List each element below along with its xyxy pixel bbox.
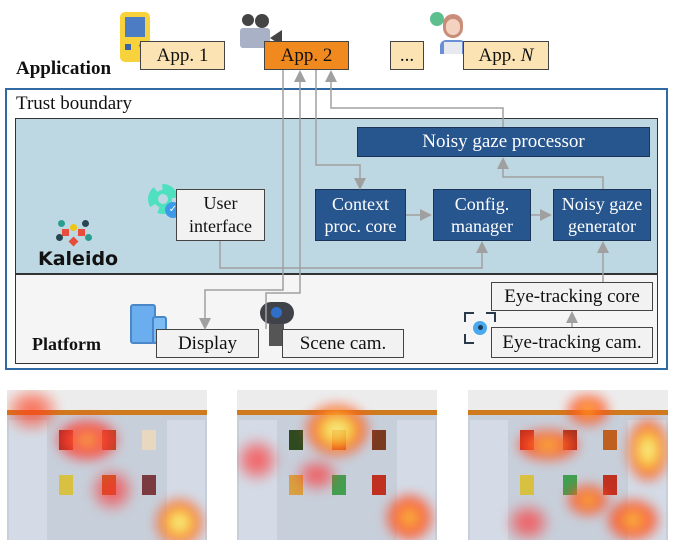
kaleido-logo-text: Kaleido [38, 248, 119, 270]
eye-scan-icon [464, 312, 496, 344]
eye-tracking-core-box[interactable]: Eye-tracking core [491, 282, 653, 311]
noisy-gaze-processor-box[interactable]: Noisy gaze processor [357, 127, 650, 157]
platform-label: Platform [32, 334, 101, 354]
noisy-gaze-generator-line-1: Noisy gaze [561, 194, 643, 214]
app-ellipsis-box[interactable]: ... [390, 41, 424, 70]
gaze-heatmap-2 [237, 390, 437, 540]
app-2-box[interactable]: App. 2 [264, 41, 349, 70]
config-manager-line-2: manager [451, 216, 513, 236]
support-agent-icon [430, 10, 476, 58]
wire-ui-to-config [219, 241, 488, 269]
user-interface-line-2: interface [189, 216, 252, 236]
tablet-phone-icon [130, 304, 170, 346]
application-label: Application [16, 58, 112, 79]
app-n-italic: N [520, 44, 534, 66]
wire-generator-to-processor [497, 157, 604, 189]
kaleido-logo-icon [56, 218, 92, 248]
wire-app2-to-context [315, 70, 366, 190]
eye-tracking-cam-box[interactable]: Eye-tracking cam. [491, 327, 653, 358]
config-manager-line-1: Config. [454, 194, 510, 214]
app-1-box[interactable]: App. 1 [140, 41, 225, 70]
app-n-label: App. N [478, 44, 534, 66]
user-interface-line-1: User [203, 193, 238, 213]
user-interface-box[interactable]: User interface [176, 189, 265, 241]
config-manager-box[interactable]: Config.manager [433, 189, 531, 241]
webcam-icon [260, 302, 294, 346]
video-camera-icon [234, 14, 284, 52]
app-n-box[interactable]: App. N [463, 41, 549, 70]
noisy-gaze-generator-line-2: generator [568, 216, 636, 236]
scene-cam-box[interactable]: Scene cam. [282, 329, 404, 358]
wire-scene-cam-to-app2 [265, 70, 306, 329]
display-box[interactable]: Display [156, 329, 259, 358]
gaze-heatmap-3 [468, 390, 668, 540]
gaze-heatmap-1 [7, 390, 207, 540]
wire-app2-to-display [199, 70, 284, 330]
context-core-line-1: Context [332, 194, 389, 214]
trust-boundary-label: Trust boundary [16, 93, 132, 114]
wire-processor-to-app2 [325, 70, 504, 127]
context-core-line-2: proc. core [324, 216, 397, 236]
